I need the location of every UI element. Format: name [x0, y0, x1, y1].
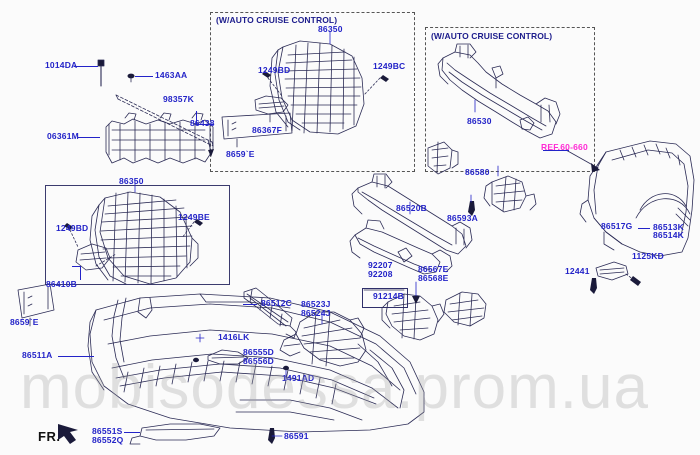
leader-86513k — [638, 228, 650, 229]
leader-86438 — [196, 124, 214, 125]
part-label-86580: 86580 — [465, 167, 490, 177]
part-label-REF-60-660: REF.60-660 — [541, 142, 588, 152]
part-label-86367F: 86367F — [252, 125, 283, 135]
grille-assembly-box — [45, 185, 230, 285]
orientation-marker-fr: FR. — [38, 429, 61, 444]
part-label-8659E-left: 8659`E — [10, 317, 39, 327]
part-label-1463AA: 1463AA — [155, 70, 188, 80]
group-label-auto-cruise-grille: (W/AUTO CRUISE CONTROL) — [216, 15, 338, 25]
leader-1463aa — [135, 76, 153, 77]
part-label-86512C: 86512C — [261, 298, 292, 308]
part-label-86524J: 86524J — [301, 308, 331, 318]
part-label-86567E: 86567E — [418, 264, 449, 274]
part-label-86523J: 86523J — [301, 299, 331, 309]
part-label-86350-mid: 86350 — [119, 176, 144, 186]
part-label-1491AD: 1491AD — [282, 373, 315, 383]
part-label-91214B: 91214B — [373, 291, 404, 301]
part-label-86555D: 86555D — [243, 347, 274, 357]
leader-86410b — [72, 266, 80, 267]
leader-1014da — [74, 66, 98, 67]
part-label-86591: 86591 — [284, 431, 309, 441]
part-label-1249BE: 1249BE — [178, 212, 210, 222]
leader-86512c — [243, 304, 257, 305]
part-label-86438: 86438 — [190, 118, 215, 128]
part-label-86350-top: 86350 — [318, 24, 343, 34]
part-label-92208: 92208 — [368, 269, 393, 279]
part-label-86556D: 86556D — [243, 356, 274, 366]
part-label-86530: 86530 — [467, 116, 492, 126]
part-label-86551S: 86551S — [92, 426, 123, 436]
part-label-86410B: 86410B — [46, 279, 77, 289]
part-label-86568E: 86568E — [418, 273, 449, 283]
leader-86551s — [124, 432, 140, 433]
leader-98357k — [196, 111, 197, 125]
part-label-1014DA: 1014DA — [45, 60, 78, 70]
part-label-1249BD-mid: 1249BD — [56, 223, 89, 233]
watermark: mobisodessa.prom.ua — [20, 353, 649, 422]
part-label-86513K: 86513K — [653, 222, 684, 232]
part-label-86552Q: 86552Q — [92, 435, 124, 445]
part-label-92207: 92207 — [368, 260, 393, 270]
part-label-86511A: 86511A — [22, 350, 53, 360]
part-label-06361M: 06361M — [47, 131, 79, 141]
part-label-8659E-top: 8659`E — [226, 149, 255, 159]
part-label-1416LK: 1416LK — [218, 332, 250, 342]
part-label-86520B: 86520B — [396, 203, 427, 213]
part-label-1249BC: 1249BC — [373, 61, 406, 71]
part-label-98357K: 98357K — [163, 94, 194, 104]
part-label-86517G: 86517G — [601, 221, 633, 231]
part-label-86514K: 86514K — [653, 230, 684, 240]
leader-06361m — [78, 137, 100, 138]
group-label-auto-cruise-beam: (W/AUTO CRUISE CONTROL) — [431, 31, 553, 41]
leader-86511a — [58, 356, 94, 357]
part-label-12441: 12441 — [565, 266, 590, 276]
part-label-86593A: 86593A — [447, 213, 478, 223]
group-box-auto-cruise-grille — [210, 12, 415, 172]
part-label-1249BD-top: 1249BD — [258, 65, 291, 75]
leader-86410b-v — [80, 266, 81, 280]
leader-ref60660 — [543, 150, 569, 151]
part-label-1125KD: 1125KD — [632, 251, 664, 261]
group-box-auto-cruise-beam — [425, 27, 595, 172]
